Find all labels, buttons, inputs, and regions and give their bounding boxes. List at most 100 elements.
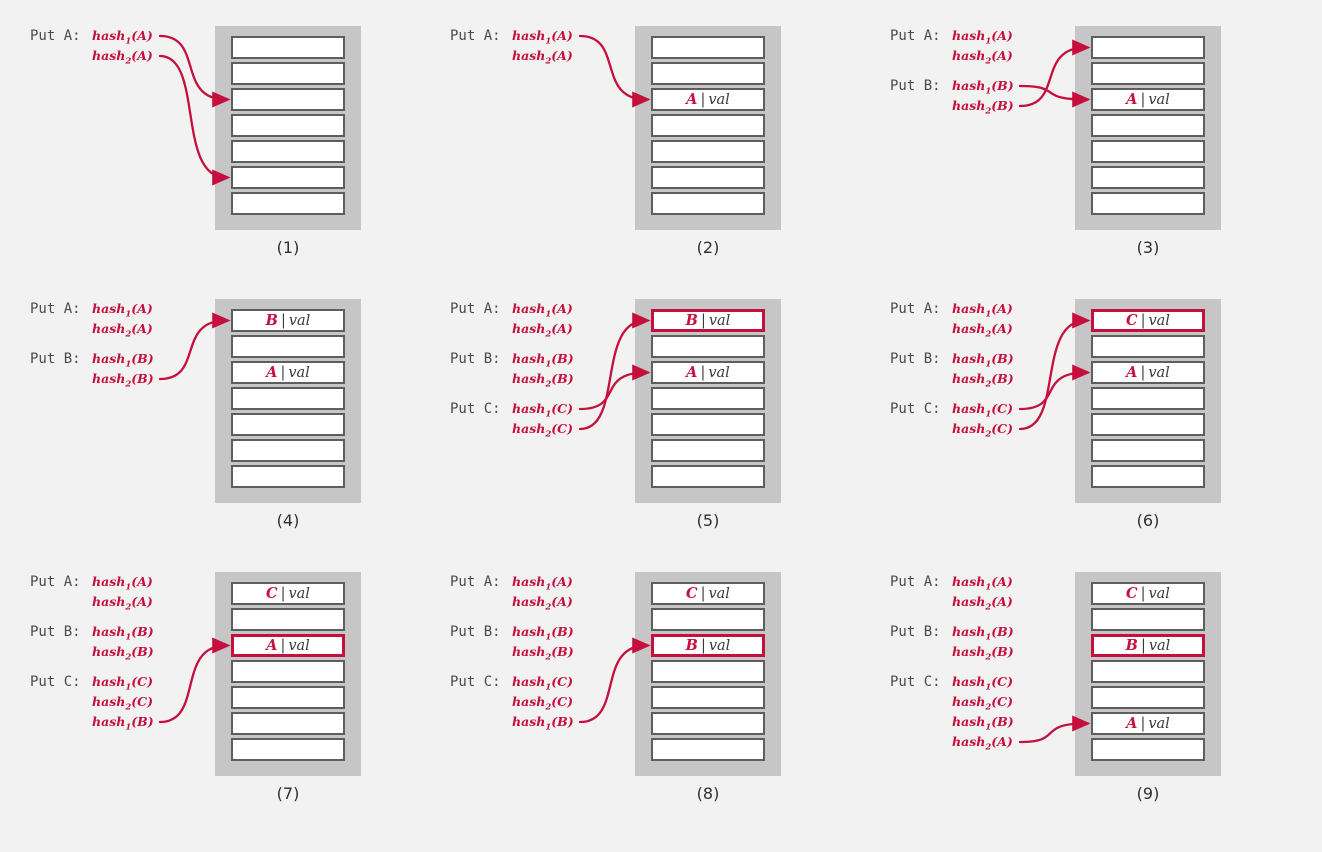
panel-caption: (1) [276, 238, 300, 257]
hash-expression: hash1(B) [952, 712, 1014, 732]
hash-subscript: 1 [985, 86, 992, 97]
hash-argument: (A) [131, 574, 153, 589]
hash-fn-name: hash [952, 674, 986, 689]
hash-fn-name: hash [512, 48, 546, 63]
table-slot-2: A|val [231, 361, 345, 384]
table-slot-6 [1091, 738, 1205, 761]
table-slot-2: B|val [1091, 634, 1205, 657]
hash-fn-name: hash [952, 421, 986, 436]
hash-fn-name: hash [92, 351, 126, 366]
table-slot-5 [651, 712, 765, 735]
slot-value: val [708, 364, 730, 381]
hash-expression: hash1(B) [92, 712, 154, 732]
table-slot-6 [1091, 465, 1205, 488]
table-slot-1 [231, 335, 345, 358]
hash-fn-name: hash [92, 48, 126, 63]
hash-fn-name: hash [952, 734, 986, 749]
hash-argument: (A) [991, 574, 1013, 589]
table-slot-6 [1091, 192, 1205, 215]
slot-key: A [266, 364, 278, 381]
hash-table: A|val [635, 26, 781, 230]
hash-subscript: 2 [545, 56, 552, 67]
hash-argument: (C) [551, 674, 574, 689]
hash-argument: (B) [991, 644, 1014, 659]
hash-expression: hash2(B) [92, 369, 154, 389]
hash-fn-name: hash [92, 594, 126, 609]
put-label: Put B: [450, 351, 501, 367]
hash-fn-name: hash [92, 28, 126, 43]
hash-argument: (B) [551, 351, 574, 366]
hash-expression: hash1(B) [952, 349, 1014, 369]
hash-argument: (B) [551, 371, 574, 386]
hash-subscript: 1 [985, 309, 992, 320]
hash-argument: (B) [991, 624, 1014, 639]
table-slot-0: B|val [231, 309, 345, 332]
table-slot-5 [651, 439, 765, 462]
hash-subscript: 1 [545, 309, 552, 320]
hash-subscript: 1 [985, 632, 992, 643]
hash-expression: hash1(B) [92, 622, 154, 642]
hash-expression: hash2(A) [512, 592, 573, 612]
slot-value: val [1148, 715, 1170, 732]
hash-fn-name: hash [512, 594, 546, 609]
panel-caption: (2) [696, 238, 720, 257]
table-slot-5 [1091, 439, 1205, 462]
table-slot-2 [231, 88, 345, 111]
table-slot-4 [1091, 686, 1205, 709]
hash-fn-name: hash [952, 28, 986, 43]
hash-subscript: 2 [985, 652, 992, 663]
table-slot-5: A|val [1091, 712, 1205, 735]
hash-fn-name: hash [512, 371, 546, 386]
hash-expression: hash1(A) [512, 572, 573, 592]
hash-fn-name: hash [952, 98, 986, 113]
table-slot-1 [1091, 335, 1205, 358]
put-label: Put B: [890, 624, 941, 640]
table-slot-1 [1091, 62, 1205, 85]
slot-value: val [288, 312, 311, 329]
table-slot-6 [231, 192, 345, 215]
put-label: Put B: [30, 351, 81, 367]
slot-separator: | [700, 91, 706, 108]
table-slot-2: B|val [651, 634, 765, 657]
slot-separator: | [700, 585, 706, 602]
table-slot-0 [1091, 36, 1205, 59]
hash-fn-name: hash [952, 594, 986, 609]
hash-expression: hash2(A) [92, 592, 153, 612]
hash-expression: hash2(A) [952, 46, 1013, 66]
slot-value: val [708, 637, 731, 654]
table-slot-3 [651, 660, 765, 683]
panel-1: Put A:hash1(A)hash2(A)(1) [0, 0, 420, 273]
hash-subscript: 1 [125, 582, 132, 593]
hash-expression: hash1(B) [92, 349, 154, 369]
hash-expression: hash1(C) [512, 672, 573, 692]
hash-argument: (C) [991, 401, 1014, 416]
slot-separator: | [1140, 585, 1146, 602]
slot-key: A [686, 364, 698, 381]
hash-subscript: 2 [125, 702, 132, 713]
hash-argument: (A) [551, 48, 573, 63]
hash-fn-name: hash [92, 624, 126, 639]
hash-argument: (B) [991, 351, 1014, 366]
slot-separator: | [280, 637, 286, 654]
put-label: Put C: [890, 674, 941, 690]
hash-subscript: 1 [985, 682, 992, 693]
hash-fn-name: hash [92, 714, 126, 729]
hash-subscript: 2 [985, 56, 992, 67]
panel-caption: (6) [1136, 511, 1160, 530]
table-slot-3 [651, 387, 765, 410]
hash-subscript: 1 [985, 722, 992, 733]
table-slot-3 [231, 114, 345, 137]
panel-3: Put A:hash1(A)hash2(A)Put B:hash1(B)hash… [860, 0, 1322, 273]
panel-caption: (4) [276, 511, 300, 530]
hash-fn-name: hash [512, 401, 546, 416]
put-label: Put A: [450, 574, 501, 590]
panel-caption: (7) [276, 784, 300, 803]
hash-expression: hash2(C) [92, 692, 153, 712]
put-label: Put A: [890, 574, 941, 590]
hash-argument: (A) [991, 734, 1013, 749]
hash-subscript: 1 [985, 409, 992, 420]
hash-expression: hash1(C) [952, 399, 1013, 419]
hash-subscript: 2 [545, 429, 552, 440]
hash-fn-name: hash [512, 674, 546, 689]
